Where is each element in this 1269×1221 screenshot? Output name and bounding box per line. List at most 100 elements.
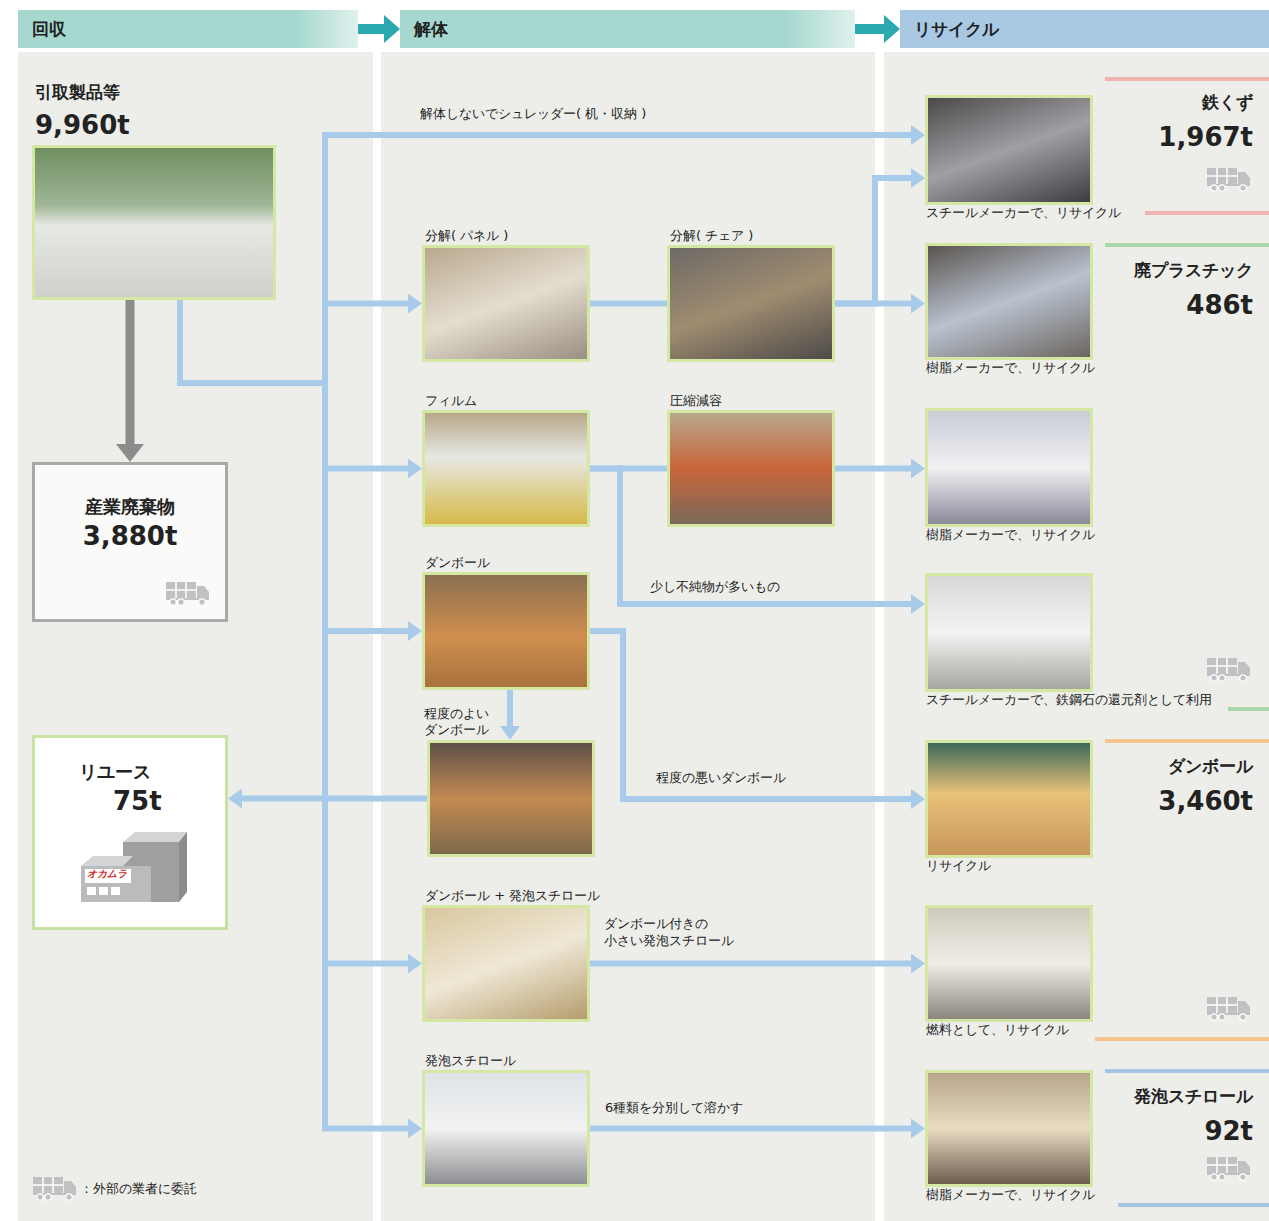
edge-label: 6種類を分別して溶かす: [605, 1100, 743, 1117]
truck-wheel: [1211, 1014, 1217, 1020]
photo-box: ダンボール: [422, 572, 590, 690]
truck-wheel: [45, 1194, 51, 1200]
result-photo: リサイクル: [925, 740, 1093, 858]
tonnage: 3,880t: [83, 521, 178, 551]
flow-connector: [180, 300, 408, 1129]
building-roof: [123, 832, 187, 842]
truck-grid: [1207, 997, 1237, 1013]
flow-connector: [835, 178, 911, 304]
collection-photo: 引取製品等9,960t: [32, 145, 276, 300]
truck-wheel: [1219, 185, 1225, 191]
node-title: リサイクル: [926, 857, 991, 875]
truck-wheel: [1219, 675, 1225, 681]
photo-box: フィルム: [422, 410, 590, 527]
truck-cab: [197, 586, 209, 600]
truck-cargo: [1207, 997, 1237, 1013]
building-window: [111, 887, 120, 895]
logo-panel: [85, 869, 131, 883]
category-amount: 486t: [1186, 290, 1253, 321]
flow-connector: [590, 961, 911, 967]
truck-cab: [1238, 1161, 1250, 1175]
node-title: フィルム: [425, 392, 477, 410]
photo-box: 圧縮減容: [667, 410, 835, 527]
truck-cargo: [166, 582, 196, 598]
category-name: 鉄くず: [1202, 92, 1253, 112]
result-photo: 燃料として、リサイクル: [925, 905, 1093, 1022]
stage-header: 解体: [400, 10, 855, 48]
company-logo: オカムラ: [87, 868, 127, 880]
building-roof: [81, 856, 133, 866]
truck-grid: [1207, 658, 1237, 674]
truck-cab: [1238, 662, 1250, 676]
flow-connector: [590, 301, 667, 307]
truck-grid: [1207, 1157, 1237, 1173]
photo-box: 分解( パネル ): [422, 245, 590, 362]
legend-text: ：外部の業者に委託: [80, 1180, 197, 1198]
category-rule: [1228, 707, 1269, 711]
result-photo: スチールメーカーで、リサイクル: [925, 95, 1093, 205]
category-amount: 1,967t: [1158, 122, 1253, 153]
column-panel: [381, 52, 875, 1221]
edge-label: ダンボール付きの 小さい発泡スチロール: [604, 916, 764, 950]
truck-wheel: [1211, 675, 1217, 681]
category-rule: [1145, 211, 1269, 215]
truck-icon: [1207, 658, 1250, 681]
node-title: 樹脂メーカーで、リサイクル: [926, 359, 1095, 377]
node-title: 程度のよい ダンボール: [424, 706, 502, 739]
truck-wheel: [37, 1194, 43, 1200]
truck-icon: [33, 1177, 76, 1200]
result-photo: 樹脂メーカーで、リサイクル: [925, 408, 1093, 527]
building-side: [179, 832, 187, 902]
stage-title: リサイクル: [900, 10, 1269, 48]
truck-cargo: [1207, 658, 1237, 674]
result-photo: 樹脂メーカーで、リサイクル: [925, 1070, 1093, 1187]
truck-grid: [33, 1177, 63, 1193]
truck-grid: [166, 582, 196, 598]
edge-label: 少し不純物が多いもの: [650, 579, 780, 596]
photo-box: 程度のよい ダンボール: [427, 740, 595, 857]
building-window: [87, 887, 96, 895]
waste-box: 産業廃棄物3,880t: [32, 462, 228, 622]
truck-wheel: [1240, 1014, 1246, 1020]
node-title: 樹脂メーカーで、リサイクル: [926, 526, 1095, 544]
photo-box: 分解( チェア ): [667, 245, 835, 362]
truck-wheel: [66, 1194, 72, 1200]
truck-wheel: [199, 599, 205, 605]
category-name: 廃プラスチック: [1134, 260, 1253, 280]
flow-connector: [855, 24, 884, 34]
legend-row: ：外部の業者に委託: [32, 1176, 197, 1202]
truck-wheel: [1240, 185, 1246, 191]
truck-wheel: [1211, 1174, 1217, 1180]
node-title: 産業廃棄物: [85, 495, 175, 519]
node-title: ダンボール: [425, 554, 490, 572]
truck-icon: [1207, 168, 1250, 191]
flow-connector: [242, 796, 427, 802]
photo-box: ダンボール + 発泡スチロール: [422, 905, 590, 1022]
node-title: 樹脂メーカーで、リサイクル: [926, 1186, 1095, 1204]
flow-connector: [835, 466, 911, 472]
tonnage: 9,960t: [35, 110, 130, 140]
edge-label: 解体しないでシュレッダー( 机・収納 ): [420, 106, 646, 123]
building-icon: [75, 826, 189, 906]
category-rule: [1105, 739, 1269, 743]
building-window: [99, 887, 108, 895]
flow-connector: [835, 301, 911, 307]
truck-icon: [1207, 1157, 1250, 1180]
truck-wheel: [170, 599, 176, 605]
truck-wheel: [1211, 185, 1217, 191]
flow-connector: [507, 690, 513, 726]
building-block: [81, 866, 151, 902]
truck-wheel: [1240, 1174, 1246, 1180]
node-title: 発泡スチロール: [425, 1052, 516, 1070]
truck-wheel: [1219, 1174, 1225, 1180]
result-photo: 樹脂メーカーで、リサイクル: [925, 243, 1093, 360]
node-title: 分解( パネル ): [425, 227, 508, 245]
flow-connector: [590, 631, 911, 799]
flow-connector: [180, 135, 911, 383]
result-photo: スチールメーカーで、鉄鋼石の還元剤として利用: [925, 573, 1093, 692]
reuse-box: リユース75t: [32, 735, 228, 930]
stage-title: 解体: [400, 10, 855, 48]
stage-header: 回収: [18, 10, 358, 48]
